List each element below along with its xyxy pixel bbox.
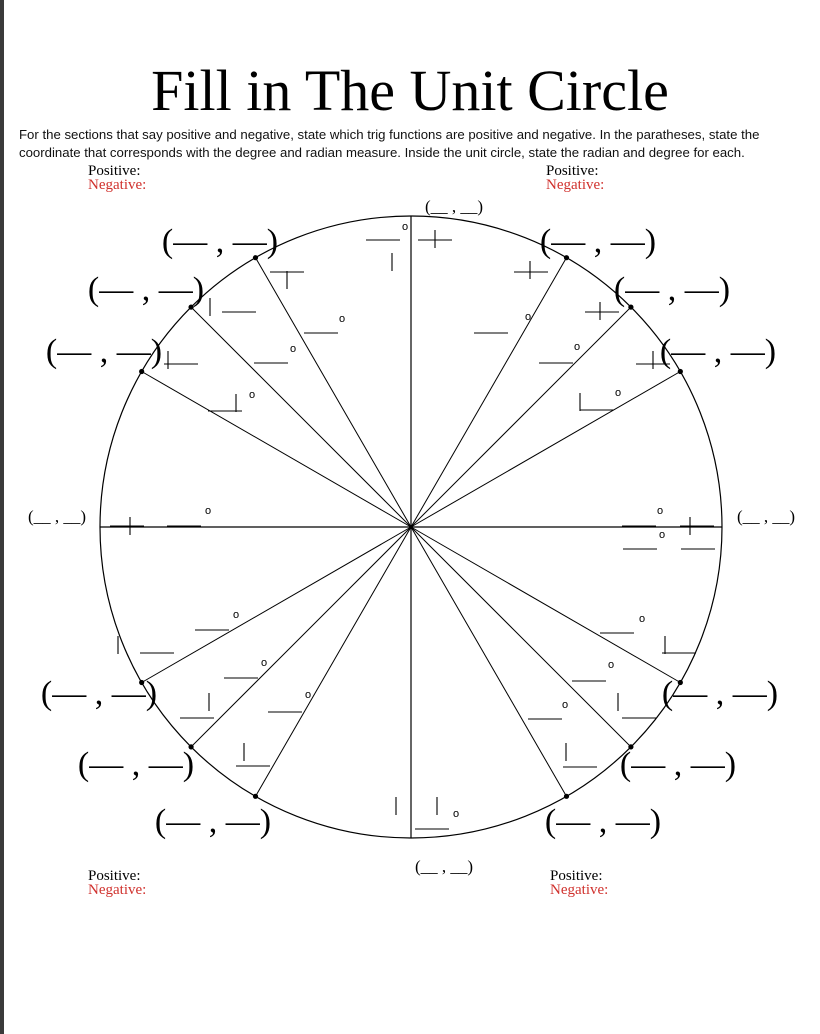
- coord-45: (— , —): [614, 271, 730, 308]
- radius-line-210: [141, 526, 412, 683]
- radius-line-120: [255, 257, 412, 528]
- coord-270: (__ , __): [415, 857, 473, 876]
- coord-135: (— , —): [88, 271, 204, 308]
- angle-point-60: [563, 255, 570, 261]
- degree-symbol: o: [574, 341, 580, 353]
- instructions-text: For the sections that say positive and n…: [19, 127, 760, 160]
- radius-line-300: [410, 526, 567, 797]
- degree-symbol: o: [290, 343, 296, 355]
- coord-0: (__ , __): [737, 507, 795, 526]
- degree-symbol: o: [525, 311, 531, 323]
- coord-300: (— , —): [545, 803, 661, 840]
- radius-line-240: [255, 526, 412, 797]
- degree-symbol: o: [233, 609, 239, 621]
- degree-symbol: o: [639, 613, 645, 625]
- degree-symbol: o: [615, 387, 621, 399]
- degree-symbol: o: [305, 689, 311, 701]
- negative-label: Negative:: [546, 177, 605, 193]
- coord-210: (— , —): [41, 675, 157, 712]
- angle-point-240: [252, 793, 259, 799]
- degree-symbol: o: [453, 808, 459, 820]
- quadrant-3-signs: Positive: Negative:: [88, 868, 147, 898]
- coord-60: (— , —): [540, 223, 656, 260]
- angle-point-150: [139, 368, 145, 375]
- window-edge: [0, 0, 4, 1034]
- radius-line-330: [410, 526, 681, 683]
- degree-symbol: o: [657, 505, 663, 517]
- degree-symbol: o: [339, 313, 345, 325]
- radius-line-315: [410, 526, 632, 748]
- negative-label: Negative:: [88, 882, 147, 898]
- angle-point-210: [139, 679, 145, 686]
- degree-symbol: o: [562, 699, 568, 711]
- radius-line-150: [141, 371, 412, 528]
- quadrant-4-signs: Positive: Negative:: [550, 868, 609, 898]
- coord-120: (— , —): [162, 223, 278, 260]
- radius-line-45: [410, 306, 632, 528]
- positive-label: Positive:: [546, 163, 599, 179]
- positive-label: Positive:: [88, 868, 141, 884]
- quadrant-1-signs: Positive: Negative:: [546, 163, 605, 193]
- negative-label: Negative:: [88, 177, 147, 193]
- angle-point-330: [677, 679, 683, 686]
- coord-225: (— , —): [78, 746, 194, 783]
- coord-90: (__ , __): [425, 197, 483, 216]
- degree-symbol: o: [261, 657, 267, 669]
- degree-symbol: o: [205, 505, 211, 517]
- positive-label: Positive:: [550, 868, 603, 884]
- radius-line-30: [410, 371, 681, 528]
- angle-point-45: [628, 304, 634, 310]
- radius-line-225: [190, 526, 412, 748]
- page-title: Fill in The Unit Circle: [151, 58, 669, 123]
- coord-330: (— , —): [662, 675, 778, 712]
- positive-label: Positive:: [88, 163, 141, 179]
- degree-symbol: o: [249, 389, 255, 401]
- angle-point-225: [188, 744, 194, 750]
- quadrant-2-signs: Positive: Negative:: [88, 163, 147, 193]
- coord-180: (__ , __): [28, 507, 86, 526]
- angle-point-30: [677, 368, 683, 375]
- coord-240: (— , —): [155, 803, 271, 840]
- circle-lines: [99, 215, 723, 839]
- radius-line-135: [190, 306, 412, 528]
- degree-symbol: o: [659, 529, 665, 541]
- degree-symbol: o: [608, 659, 614, 671]
- coord-30: (— , —): [660, 333, 776, 370]
- angle-point-135: [188, 304, 194, 310]
- coord-150: (— , —): [46, 333, 162, 370]
- degree-symbol: o: [402, 221, 408, 233]
- answer-blanks: [110, 230, 715, 830]
- coord-315: (— , —): [620, 746, 736, 783]
- angle-point-120: [252, 255, 259, 261]
- angle-point-315: [628, 744, 634, 750]
- angle-point-300: [563, 793, 570, 799]
- coordinate-labels: (__ , __) (— , —) (— , —) (— , —) (— , —) (— …: [28, 197, 795, 876]
- negative-label: Negative:: [550, 882, 609, 898]
- radius-line-60: [410, 257, 567, 528]
